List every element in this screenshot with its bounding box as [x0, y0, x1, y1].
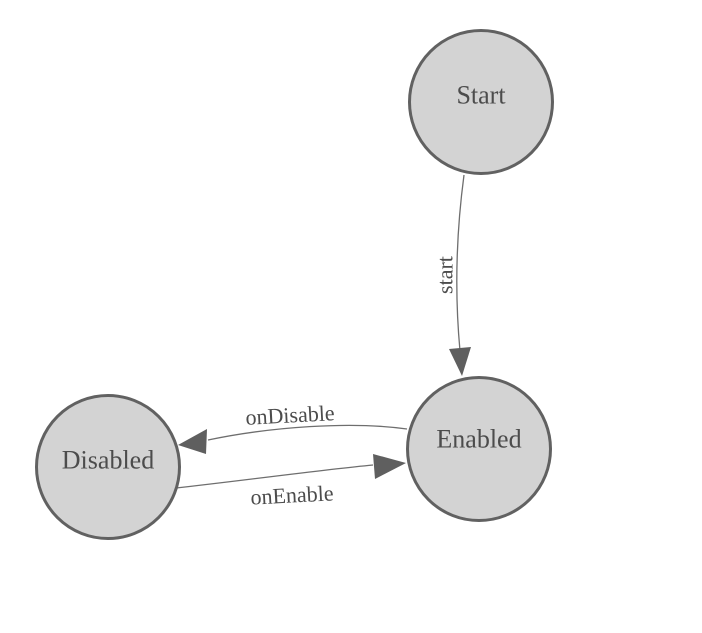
state-label-disabled: Disabled — [62, 446, 154, 475]
edge-label-onenable: onEnable — [250, 480, 334, 509]
edge-start-to-enabled[interactable]: start — [433, 174, 472, 376]
state-node-enabled[interactable]: Enabled — [406, 376, 552, 522]
arrowhead-into-enabled-top-icon — [449, 347, 471, 376]
arrowhead-into-enabled-left-icon — [373, 454, 406, 479]
edge-label-ondisable: onDisable — [245, 400, 335, 430]
state-node-start[interactable]: Start — [408, 29, 554, 175]
edge-label-start: start — [433, 256, 458, 294]
edge-onenable-path[interactable] — [175, 464, 374, 489]
state-circle-start[interactable] — [408, 29, 554, 175]
state-circle-enabled[interactable] — [406, 376, 552, 522]
edge-start-path[interactable] — [456, 174, 465, 352]
state-label-enabled: Enabled — [436, 425, 521, 454]
edge-disabled-to-enabled[interactable]: onEnable — [175, 454, 406, 510]
edge-enabled-to-disabled[interactable]: onDisable — [178, 400, 408, 454]
state-label-start: Start — [456, 81, 506, 110]
arrowhead-into-disabled-icon — [178, 429, 207, 454]
edge-ondisable-path[interactable] — [207, 424, 408, 441]
state-circle-disabled[interactable] — [35, 394, 181, 540]
state-node-disabled[interactable]: Disabled — [35, 394, 181, 540]
